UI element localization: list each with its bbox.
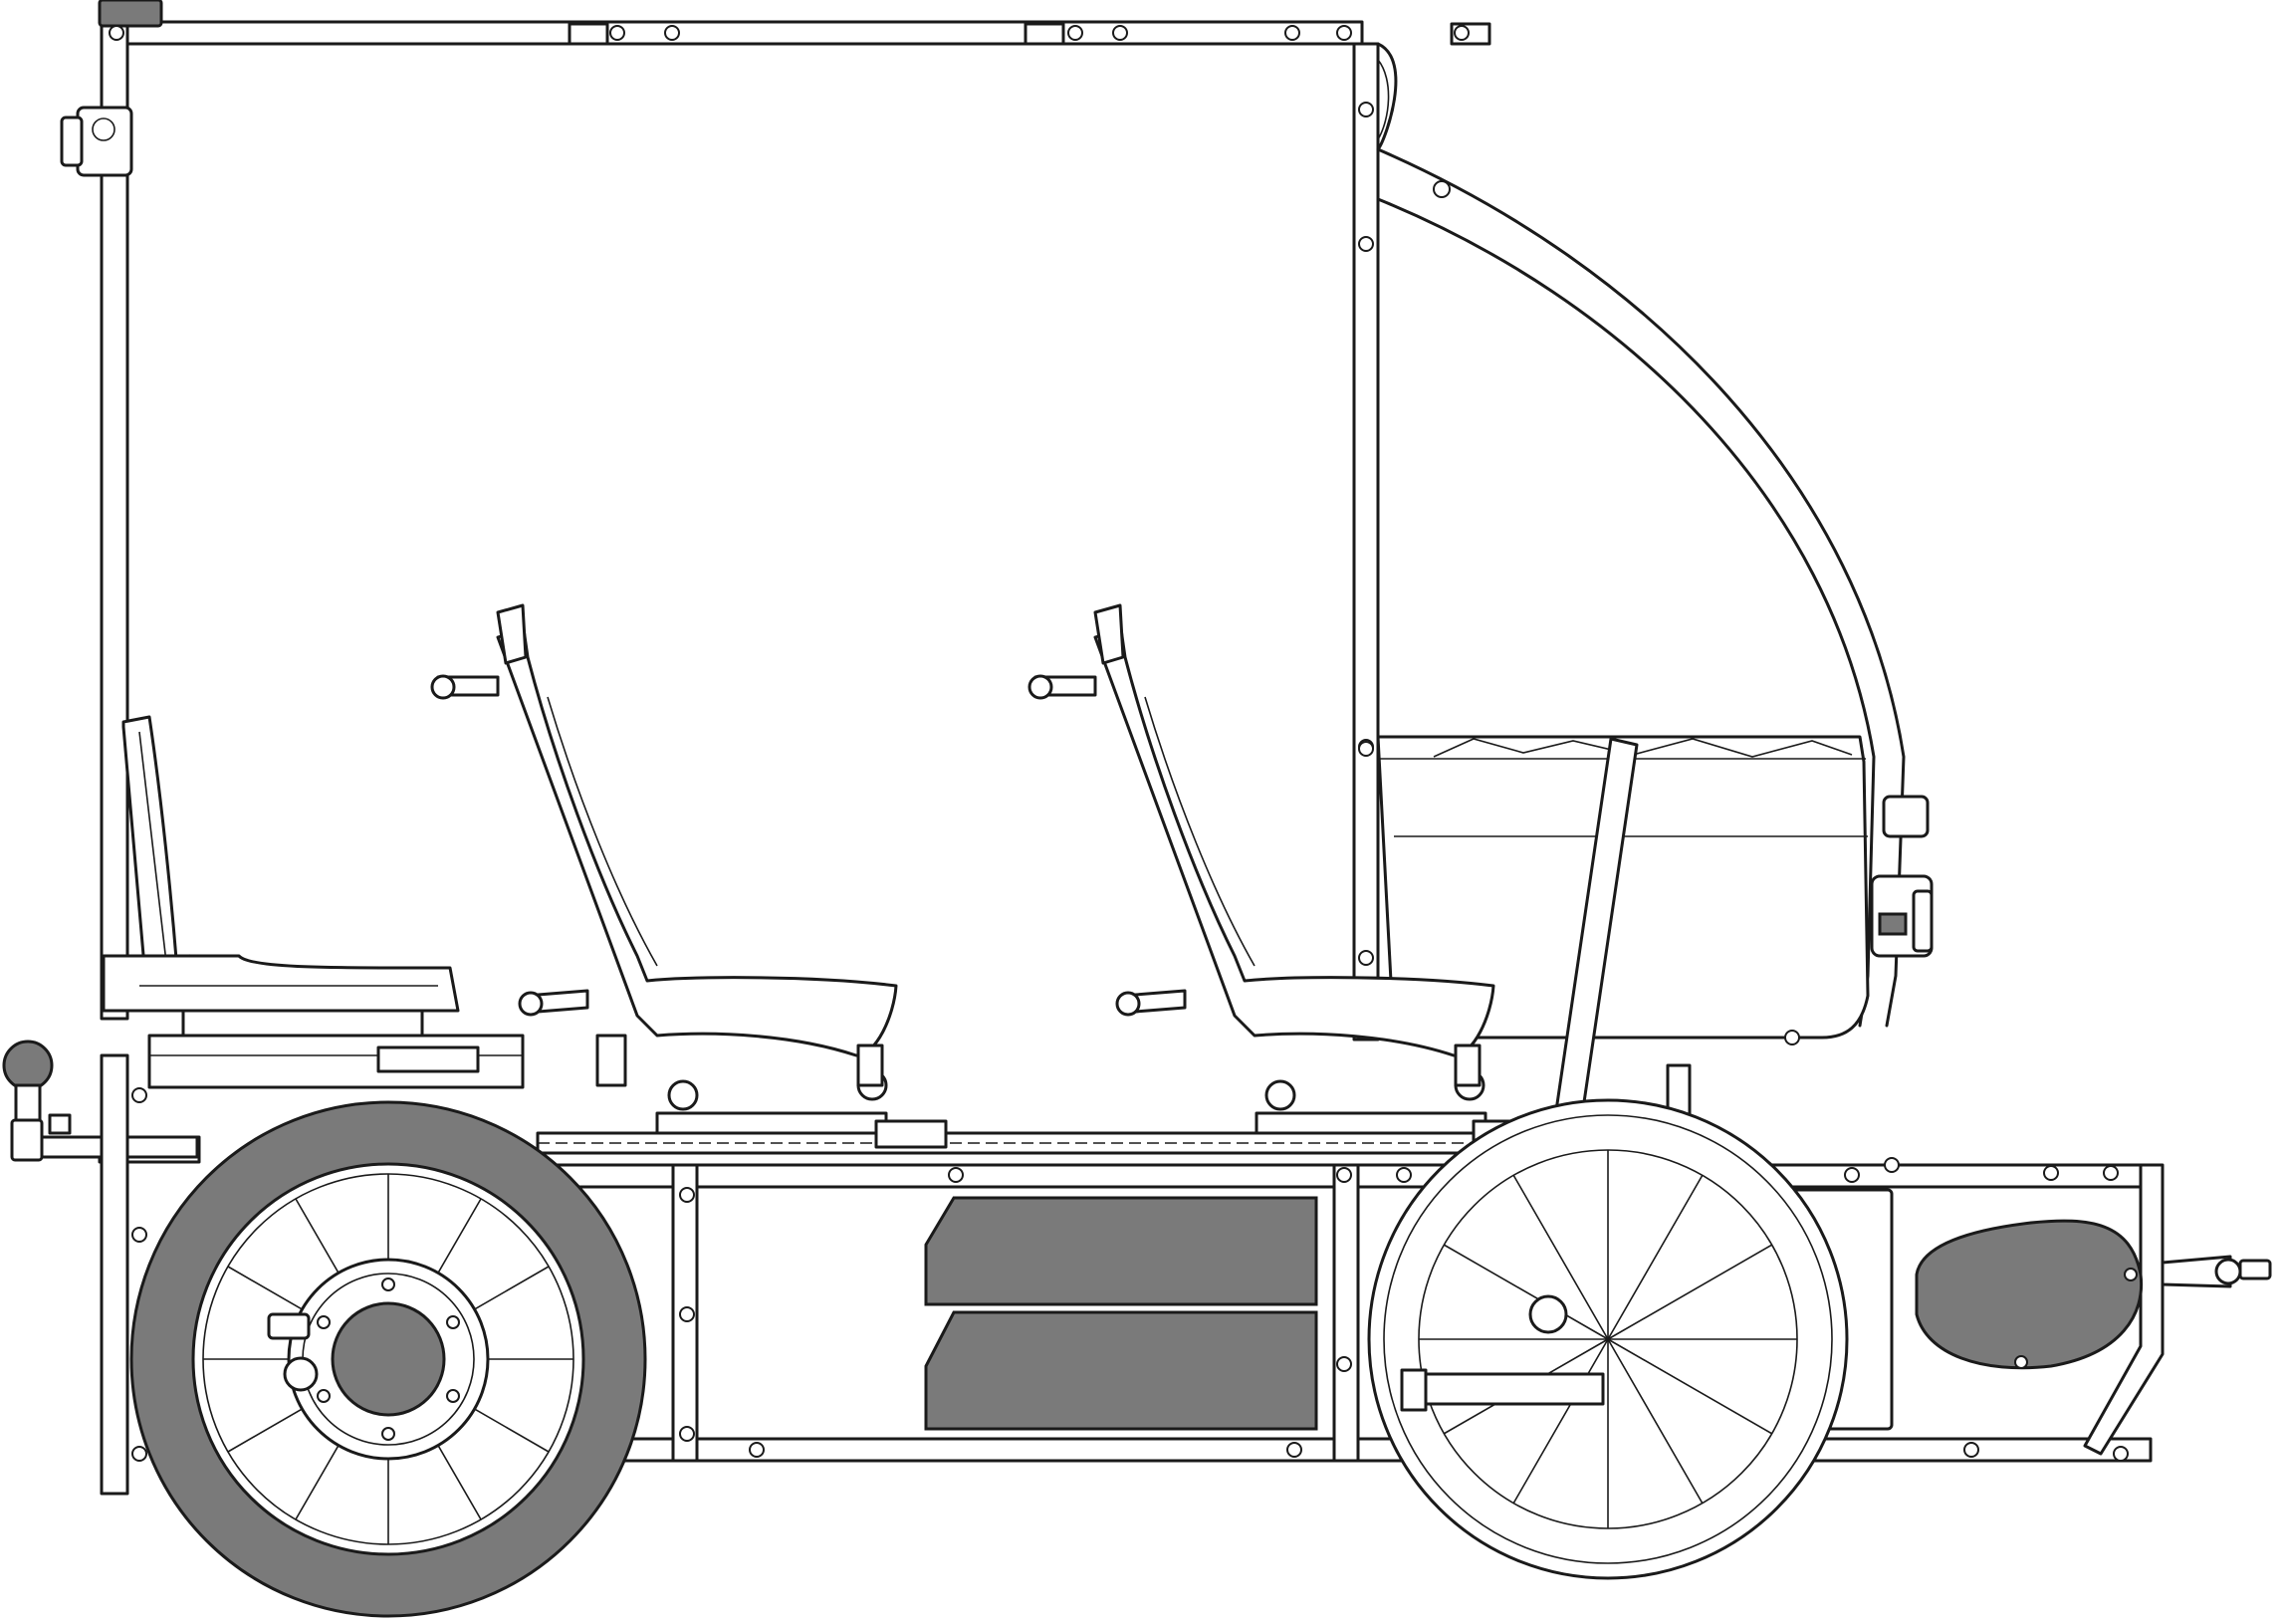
hub-motor — [267, 1301, 446, 1417]
child-seat-front — [1028, 603, 1495, 1111]
roof-brackets — [568, 22, 1491, 46]
curved-windscreen-frame — [1376, 42, 1934, 1028]
roof-bolts — [109, 25, 1470, 966]
battery-pack-lower — [924, 1310, 1318, 1431]
front-spokes — [1419, 1150, 1797, 1528]
motor-cover — [1915, 1219, 2144, 1370]
rear-driver-seat — [102, 715, 460, 1041]
trailer-hitch — [2161, 1255, 2272, 1288]
side-latch — [60, 106, 133, 177]
tow-ball — [2, 1040, 72, 1162]
child-seat-rear — [430, 603, 898, 1111]
front-wheel — [1367, 1098, 1849, 1580]
canopy-frame — [60, 0, 1491, 1042]
headlight — [1870, 795, 1934, 958]
battery-pack-upper — [924, 1196, 1318, 1306]
front-cargo-box — [1358, 735, 1870, 1045]
